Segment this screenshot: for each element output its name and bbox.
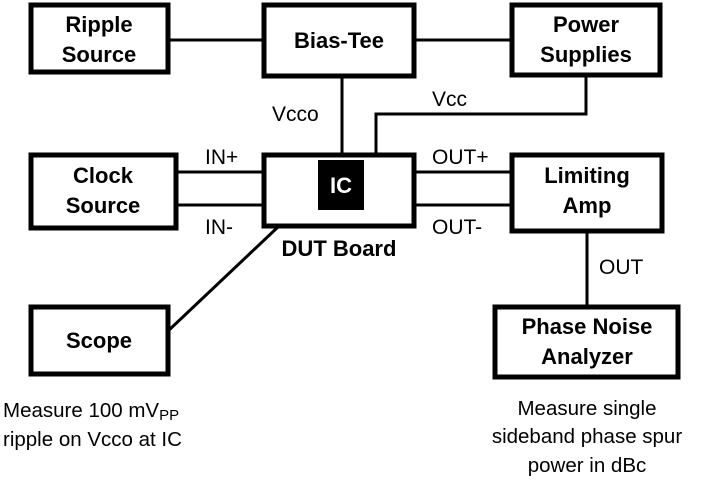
- out-label: OUT: [599, 256, 644, 279]
- ripple-source-label-2: Source: [62, 42, 137, 67]
- connections: [166, 38, 589, 333]
- analyzer-note-line-1: Measure single: [517, 397, 656, 420]
- vcco-label: Vcco: [272, 103, 319, 126]
- out-minus-label: OUT-: [432, 216, 482, 239]
- scope-probe-line: [166, 207, 299, 333]
- clock-source-label-1: Clock: [73, 163, 134, 188]
- scope-label: Scope: [66, 328, 132, 353]
- limiting-amp-box: [509, 152, 665, 234]
- phase-noise-analyzer-box: [492, 304, 681, 380]
- ic-label: IC: [330, 173, 352, 198]
- limiting-amp-label-1: Limiting: [544, 163, 630, 188]
- ripple-source-label-1: Ripple: [65, 12, 132, 37]
- bias-tee-label: Bias-Tee: [294, 28, 384, 53]
- dut-board-label: DUT Board: [282, 236, 397, 261]
- ripple-source-box: [28, 2, 171, 75]
- ic-chip: [318, 160, 364, 210]
- in-minus-label: IN-: [205, 216, 233, 239]
- scope-box: [28, 304, 171, 377]
- bias-tee-box: [261, 2, 417, 79]
- scope-note-line-2: ripple on Vcco at IC: [3, 428, 182, 451]
- phase-noise-analyzer-label-1: Phase Noise: [522, 314, 653, 339]
- limiting-amp-label-2: Amp: [563, 193, 612, 218]
- vcc-label: Vcc: [432, 88, 467, 111]
- scope-note-line-1: Measure 100 mVPP: [3, 399, 179, 424]
- analyzer-note-line-2: sideband phase spur: [492, 425, 683, 448]
- out-plus-label: OUT+: [432, 146, 489, 169]
- power-supplies-box: [509, 2, 663, 78]
- scope-note-subscript: PP: [159, 407, 179, 424]
- scope-note-prefix: Measure 100 mV: [3, 399, 159, 422]
- vcc-line: [374, 75, 588, 155]
- analyzer-note-line-3: power in dBc: [528, 454, 647, 477]
- power-supplies-label-1: Power: [553, 12, 619, 37]
- phase-noise-analyzer-label-2: Analyzer: [541, 344, 633, 369]
- clock-source-box: [28, 152, 179, 231]
- in-plus-label: IN+: [205, 146, 238, 169]
- clock-source-label-2: Source: [66, 193, 141, 218]
- power-supplies-label-2: Supplies: [540, 42, 632, 67]
